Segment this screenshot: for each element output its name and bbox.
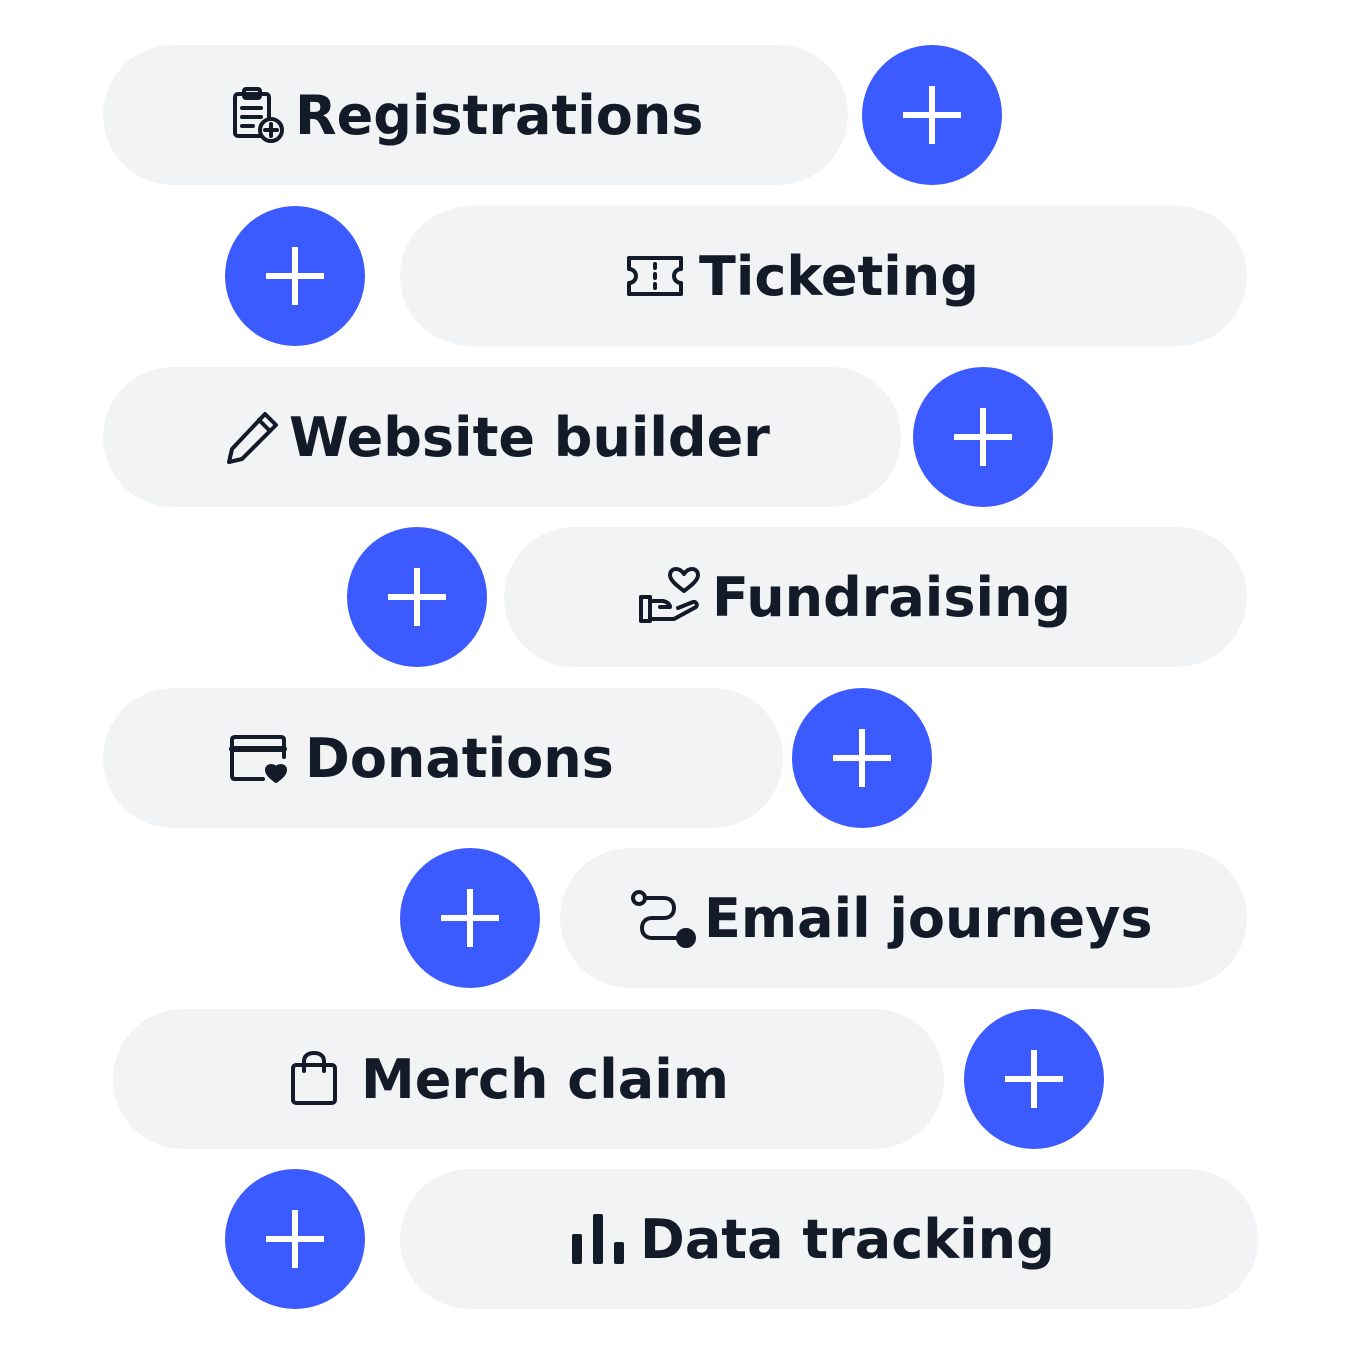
feature-pill-merch-claim[interactable]: Merch claim (113, 1009, 944, 1149)
feature-pill-data-tracking[interactable]: Data tracking (400, 1169, 1258, 1309)
add-email-journeys-button[interactable] (400, 848, 540, 988)
feature-pill-registrations[interactable]: Registrations (103, 45, 848, 185)
plus-icon (954, 408, 1012, 466)
feature-label: Ticketing (699, 244, 979, 308)
plus-icon (1005, 1050, 1063, 1108)
hand-heart-icon (638, 567, 702, 627)
plus-icon (903, 86, 961, 144)
plus-icon (388, 568, 446, 626)
feature-label: Donations (305, 726, 614, 790)
feature-pill-email-journeys[interactable]: Email journeys (560, 848, 1247, 988)
feature-label: Website builder (289, 405, 770, 469)
shopping-bag-icon (289, 1051, 339, 1107)
add-donations-button[interactable] (792, 688, 932, 828)
feature-label: Registrations (295, 83, 704, 147)
feature-label: Fundraising (712, 565, 1072, 629)
add-ticketing-button[interactable] (225, 206, 365, 346)
plus-icon (266, 247, 324, 305)
feature-pill-fundraising[interactable]: Fundraising (504, 527, 1247, 667)
bar-chart-icon (570, 1212, 626, 1266)
feature-pill-website-builder[interactable]: Website builder (103, 367, 901, 507)
add-fundraising-button[interactable] (347, 527, 487, 667)
add-merch-claim-button[interactable] (964, 1009, 1104, 1149)
plus-icon (441, 889, 499, 947)
add-registrations-button[interactable] (862, 45, 1002, 185)
plus-icon (266, 1210, 324, 1268)
feature-label: Email journeys (704, 886, 1153, 950)
card-heart-icon (229, 733, 289, 783)
feature-label: Data tracking (640, 1207, 1055, 1271)
clipboard-plus-icon (231, 86, 287, 144)
add-website-builder-button[interactable] (913, 367, 1053, 507)
pencil-icon (225, 409, 281, 465)
add-data-tracking-button[interactable] (225, 1169, 365, 1309)
feature-label: Merch claim (361, 1047, 729, 1111)
feature-pill-ticketing[interactable]: Ticketing (400, 206, 1247, 346)
route-icon (630, 889, 696, 948)
ticket-icon (625, 254, 685, 298)
plus-icon (833, 729, 891, 787)
feature-pill-donations[interactable]: Donations (103, 688, 783, 828)
